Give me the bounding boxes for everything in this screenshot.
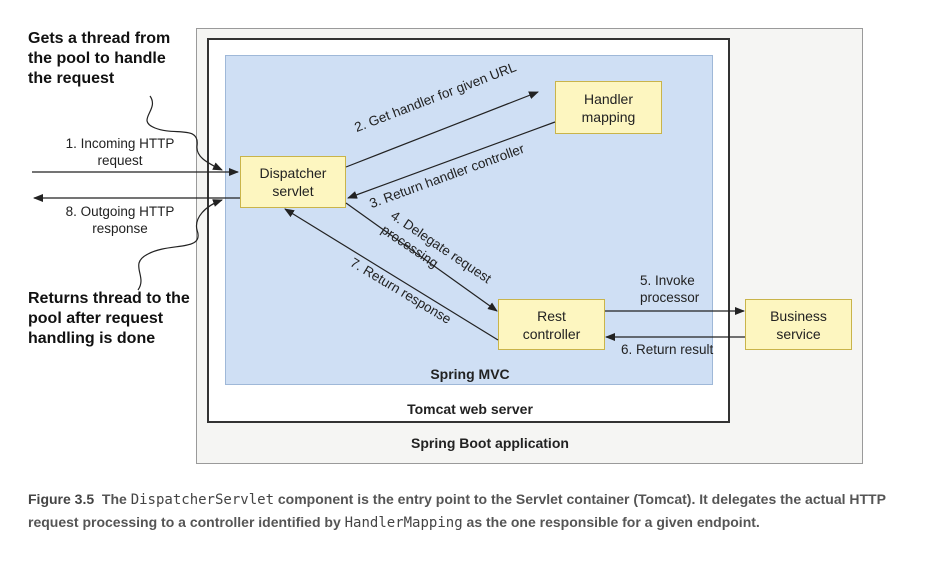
arrow-return-response	[284, 208, 499, 341]
note-get-thread: Gets a thread from the pool to handle th…	[28, 30, 171, 87]
handler-mapping-box: Handler mapping	[555, 81, 662, 134]
note-return-thread: Returns thread to the pool after request…	[28, 290, 190, 347]
caption-text-3: as the one responsible for a given endpo…	[462, 514, 760, 530]
label-incoming-request: 1. Incoming HTTP request	[65, 136, 175, 168]
caption-text-1: The	[101, 491, 131, 507]
callout-top-curve	[146, 95, 223, 171]
caption-code-handlermapping: HandlerMapping	[344, 515, 463, 531]
arrow-delegate-processing	[345, 202, 498, 312]
figure-caption: Figure 3.5 The DispatcherServlet compone…	[28, 488, 908, 534]
caption-code-dispatcherservlet: DispatcherServlet	[130, 492, 274, 508]
label-return-result: 6. Return result	[621, 342, 714, 357]
spring-boot-label: Spring Boot application	[411, 435, 569, 451]
arrow-get-handler	[345, 91, 539, 168]
label-invoke-processor: 5. Invoke processor	[640, 273, 700, 305]
rest-controller-box: Rest controller	[498, 299, 605, 350]
callout-bottom-curve	[137, 199, 223, 291]
caption-text-2: component is the entry point to the Serv…	[28, 491, 886, 530]
business-service-box: Business service	[745, 299, 852, 350]
spring-mvc-label: Spring MVC	[430, 366, 510, 382]
caption-figure-number: Figure 3.5	[28, 491, 95, 507]
tomcat-label: Tomcat web server	[407, 401, 533, 417]
label-outgoing-response: 8. Outgoing HTTP response	[65, 204, 175, 236]
dispatcher-servlet-box: Dispatcher servlet	[240, 156, 346, 208]
arrow-return-handler	[347, 121, 556, 199]
